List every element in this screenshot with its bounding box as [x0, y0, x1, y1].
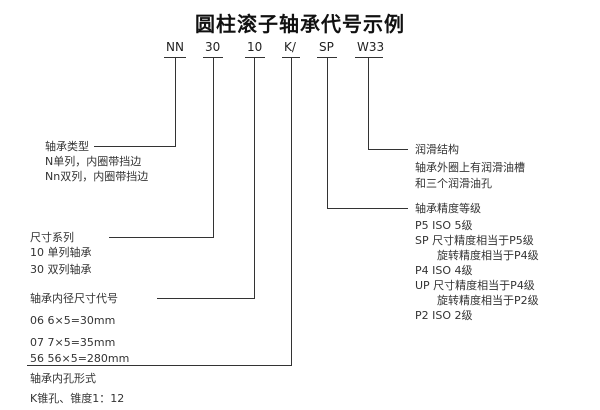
code-sp: SP [319, 40, 334, 54]
code-underline-10 [245, 57, 265, 58]
code-k: K/ [284, 40, 296, 54]
code-10: 10 [247, 40, 263, 54]
precision-item: SP 尺寸精度相当于P5级 [415, 234, 534, 247]
connector-bore-form [27, 58, 292, 366]
lubrication-item: 和三个润滑油孔 [415, 177, 492, 190]
size-series-item: 10 单列轴承 [30, 246, 92, 259]
size-series-heading: 尺寸系列 [30, 231, 74, 244]
size-series-block: 尺寸系列 10 单列轴承 30 双列轴承 [30, 230, 92, 277]
code-underline-k [282, 57, 300, 58]
bore-form-item: K锥孔、锥度1：12 [30, 392, 125, 405]
connector-precision [327, 58, 408, 209]
code-30: 30 [205, 40, 221, 54]
bearing-type-heading: 轴承类型 [45, 140, 89, 153]
bore-form-heading: 轴承内孔形式 [30, 372, 96, 385]
bore-code-item: 06 6×5=30mm [30, 314, 116, 327]
precision-item: P4 ISO 4级 [415, 264, 473, 277]
precision-item: 旋转精度相当于P2级 [437, 294, 539, 307]
code-underline-30 [203, 57, 223, 58]
diagram-title: 圆柱滚子轴承代号示例 [195, 12, 405, 36]
connector-bearing-type [94, 58, 176, 147]
precision-item: P2 ISO 2级 [415, 309, 473, 322]
bore-form-first-item: 56 56×5=280mm [30, 352, 130, 365]
code-underline-w33 [355, 57, 383, 58]
bore-code-block: 轴承内径尺寸代号 06 6×5=30mm 07 7×5=35mm [30, 291, 118, 350]
bearing-type-block: 轴承类型 N单列，内圈带挡边 Nn双列，内圈带挡边 [45, 139, 148, 184]
code-w33: W33 [357, 40, 385, 54]
lubrication-block: 润滑结构 轴承外圈上有润滑油槽 和三个润滑油孔 [415, 142, 525, 191]
precision-item: P5 ISO 5级 [415, 219, 473, 232]
code-nn: NN [166, 40, 184, 54]
lubrication-heading: 润滑结构 [415, 143, 459, 156]
connector-bore-code [157, 58, 255, 299]
bearing-type-item: Nn双列，内圈带挡边 [45, 170, 149, 183]
bore-code-heading: 轴承内径尺寸代号 [30, 292, 118, 305]
bore-code-item: 07 7×5=35mm [30, 336, 116, 349]
bore-form-block: 56 56×5=280mm 轴承内孔形式 K锥孔、锥度1：12 [30, 351, 129, 406]
precision-item: 旋转精度相当于P4级 [437, 249, 539, 262]
precision-heading: 轴承精度等级 [415, 202, 481, 215]
connector-size-series [109, 58, 214, 238]
size-series-item: 30 双列轴承 [30, 263, 92, 276]
lubrication-item: 轴承外圈上有润滑油槽 [415, 161, 525, 174]
bearing-type-item: N单列，内圈带挡边 [45, 155, 142, 168]
precision-item: UP 尺寸精度相当于P4级 [415, 279, 535, 292]
precision-block: 轴承精度等级 P5 ISO 5级 SP 尺寸精度相当于P5级 旋转精度相当于P4… [415, 201, 539, 323]
code-underline-sp [317, 57, 337, 58]
connector-lubrication [368, 58, 408, 150]
code-underline-nn [164, 57, 186, 58]
